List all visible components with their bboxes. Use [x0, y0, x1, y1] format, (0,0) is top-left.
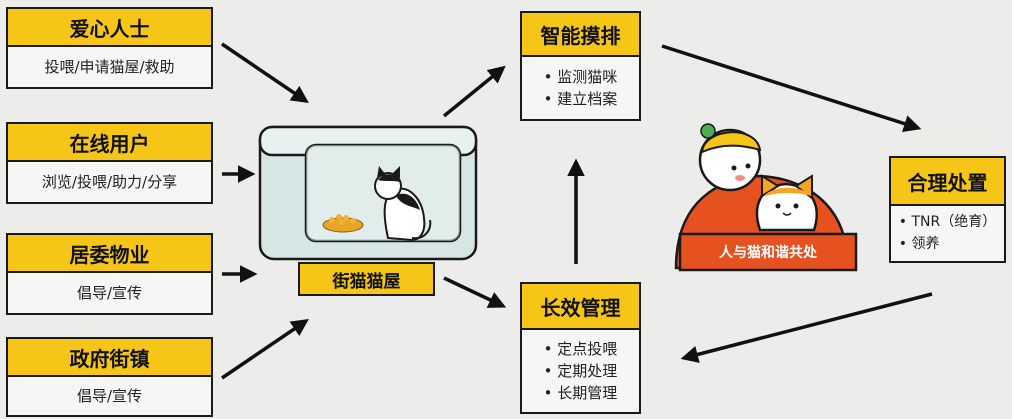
- list-item: 长期管理: [544, 382, 617, 404]
- list-item: 监测猫咪: [544, 66, 617, 88]
- node-items: 定点投喂 定期处理 长期管理: [522, 330, 639, 411]
- arrow-house-to-longterm: [443, 276, 507, 308]
- arrow-donors-to-house: [221, 42, 309, 103]
- list-item: 建立档案: [544, 88, 617, 110]
- arrow-house-to-smart: [442, 65, 506, 118]
- list-item: 定点投喂: [544, 338, 617, 360]
- node-title: 长效管理: [522, 284, 639, 330]
- list-item: 领养: [899, 233, 996, 255]
- node-reasonable-disposal: 合理处置 TNR（绝育） 领养: [889, 156, 1006, 263]
- node-desc: 浏览/投喂/助力/分享: [41, 173, 178, 191]
- node-online-users: 在线用户 浏览/投喂/助力/分享: [6, 122, 213, 204]
- node-title: 爱心人士: [8, 9, 211, 47]
- node-items: TNR（绝育） 领养: [891, 206, 1004, 260]
- node-items: 监测猫咪 建立档案: [522, 57, 639, 118]
- cat-house-illustration: [258, 125, 478, 261]
- list-item: TNR（绝育）: [899, 211, 996, 233]
- node-title: 合理处置: [891, 158, 1004, 206]
- arrow-gov-to-house: [221, 319, 309, 380]
- food-bowl-icon: [322, 214, 364, 233]
- node-desc: 投喂/申请猫屋/救助: [44, 58, 175, 76]
- node-donors: 爱心人士 投喂/申请猫屋/救助: [6, 7, 213, 89]
- arrow-disposal-to-longterm: [680, 292, 933, 363]
- node-desc: 倡导/宣传: [76, 284, 143, 302]
- node-title: 居委物业: [8, 235, 211, 273]
- node-title: 政府街镇: [8, 339, 211, 377]
- node-title: 在线用户: [8, 124, 211, 162]
- node-smart-inspection: 智能摸排 监测猫咪 建立档案: [520, 11, 641, 121]
- harmony-illustration: [674, 123, 858, 272]
- arrow-smart-to-disposal: [661, 44, 922, 133]
- node-government: 政府街镇 倡导/宣传: [6, 337, 213, 417]
- cat-house-label: 街猫猫屋: [298, 262, 435, 296]
- node-committee: 居委物业 倡导/宣传: [6, 233, 213, 315]
- node-desc: 倡导/宣传: [76, 387, 143, 405]
- node-long-term-management: 长效管理 定点投喂 定期处理 长期管理: [520, 282, 641, 414]
- cat-icon: [374, 166, 432, 242]
- node-title: 智能摸排: [522, 13, 639, 57]
- list-item: 定期处理: [544, 360, 617, 382]
- harmony-banner-label: 人与猫和谐共处: [719, 245, 817, 261]
